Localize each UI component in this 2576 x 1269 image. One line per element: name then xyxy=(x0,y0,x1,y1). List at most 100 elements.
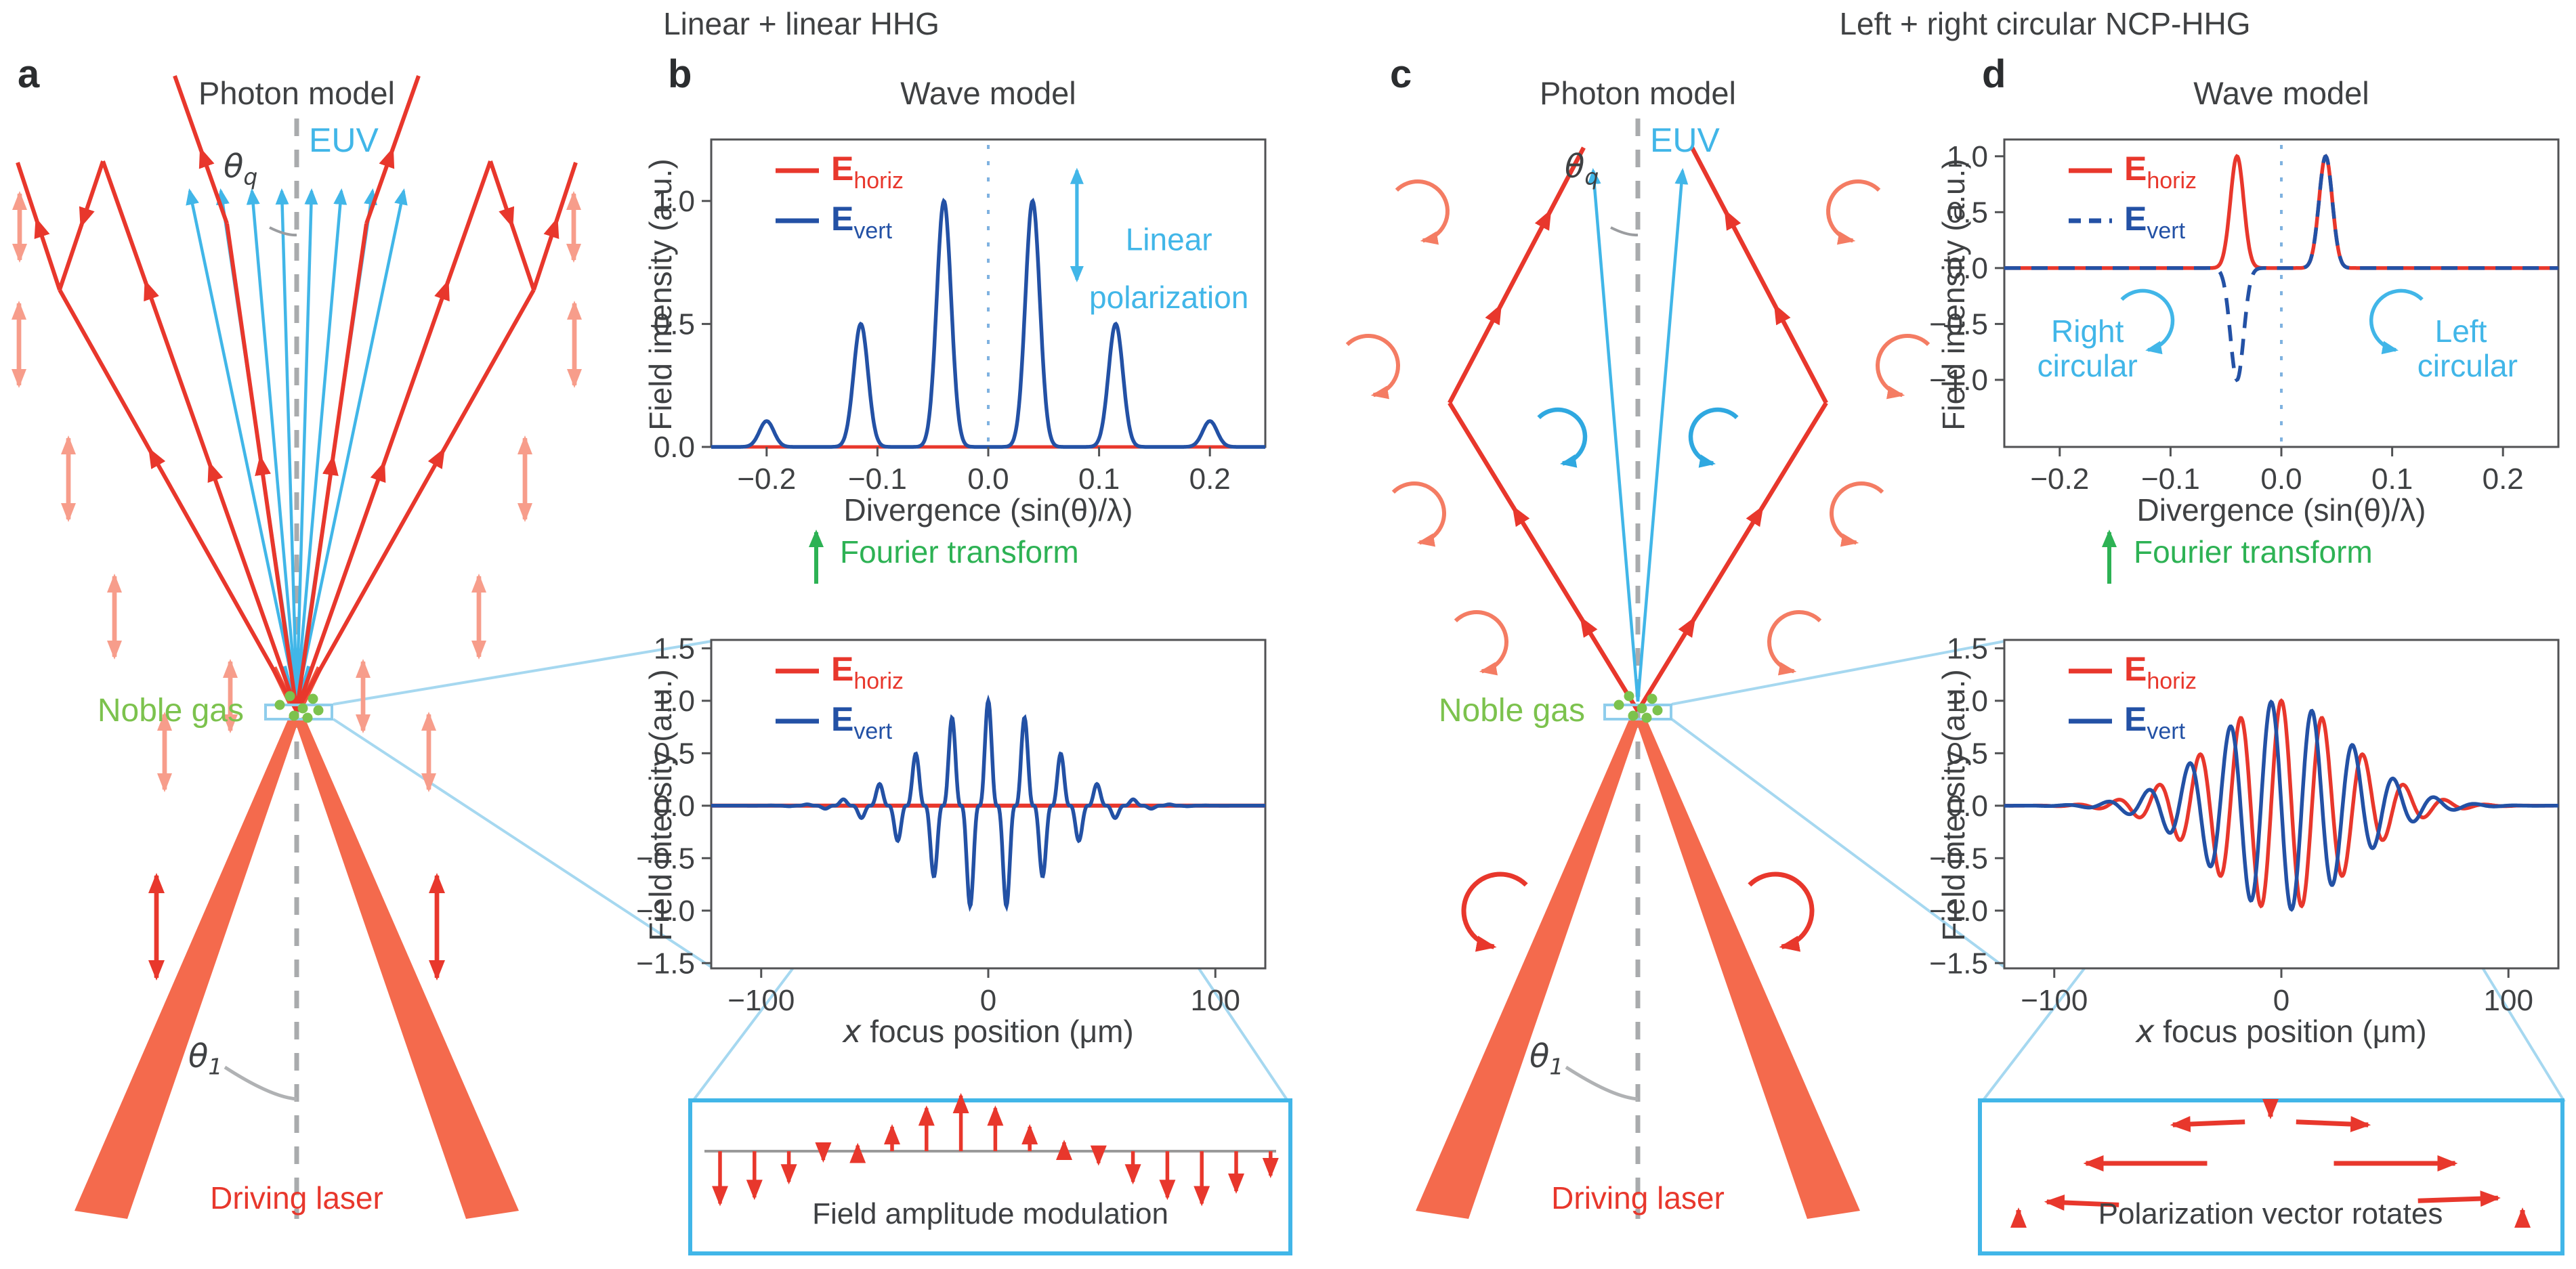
d-top-ylabel: Field intensity (a.u.) xyxy=(1936,158,1971,431)
panel-b-heading: Wave model xyxy=(900,75,1076,111)
svg-text:polarization: polarization xyxy=(1089,280,1248,315)
svg-text:Left: Left xyxy=(2435,314,2487,349)
svg-text:Ehoriz: Ehoriz xyxy=(831,150,904,194)
svg-text:−0.1: −0.1 xyxy=(2141,463,2200,496)
svg-text:0.2: 0.2 xyxy=(2483,463,2524,496)
gas-cell xyxy=(1603,704,1672,720)
svg-text:0.5: 0.5 xyxy=(1947,196,1988,229)
panel-d-label: d xyxy=(1982,52,2006,96)
gas-cell xyxy=(264,704,333,720)
svg-text:0.1: 0.1 xyxy=(1078,463,1120,496)
svg-text:Ehoriz: Ehoriz xyxy=(2124,150,2197,194)
chart-b_bottom: 1.5 1.0 0.5 0.0 −0.5 −1.0 −1.5 −100 0 100 EhorizEv… xyxy=(636,632,1267,1017)
svg-text:0.0: 0.0 xyxy=(1947,252,1988,285)
figure-title-right: Left + right circular NCP-HHG xyxy=(1839,6,2251,41)
panel-d-heading: Wave model xyxy=(2193,75,2369,111)
panel-a-photon-diagram xyxy=(12,75,582,1219)
svg-text:1.5: 1.5 xyxy=(1947,632,1988,665)
svg-text:0.0: 0.0 xyxy=(2260,463,2302,496)
inset-d-caption: Polarization vector rotates xyxy=(2098,1197,2443,1230)
svg-text:100: 100 xyxy=(2484,984,2533,1017)
svg-text:1.0: 1.0 xyxy=(1947,140,1988,173)
inset-boxes xyxy=(688,1093,2564,1255)
svg-text:Right: Right xyxy=(2051,314,2124,349)
svg-text:−1.5: −1.5 xyxy=(636,947,695,980)
svg-text:0.5: 0.5 xyxy=(1947,737,1988,770)
svg-text:0.1: 0.1 xyxy=(2371,463,2413,496)
d-top-xlabel: Divergence (sin(θ)/λ) xyxy=(2136,492,2426,528)
panel-b-fourier-label: Fourier transform xyxy=(840,534,1079,569)
panel-c-label: c xyxy=(1390,52,1412,96)
svg-text:Evert: Evert xyxy=(831,200,893,244)
panel-d-fourier-label: Fourier transform xyxy=(2134,534,2373,569)
b-top-xlabel: Divergence (sin(θ)/λ) xyxy=(843,492,1133,528)
svg-text:−1.0: −1.0 xyxy=(636,895,695,928)
svg-text:0.0: 0.0 xyxy=(1947,790,1988,823)
chart-d_top: 1.0 0.5 0.0 −0.5 −1.0 −0.2 −0.1 0.0 0.1 0.2 Ehoriz… xyxy=(1929,138,2560,496)
d-bottom-xlabel: x focus position (μm) xyxy=(2136,1013,2427,1050)
panel-c-theta-q: θq xyxy=(1565,148,1599,190)
svg-text:0.0: 0.0 xyxy=(967,463,1009,496)
panel-c-theta-1: θ1 xyxy=(1529,1037,1564,1080)
panel-c-photon-diagram xyxy=(1345,119,1930,1219)
panel-c-heading: Photon model xyxy=(1539,75,1737,111)
d_bottom-series-0 xyxy=(2004,698,2558,909)
b-bottom-xlabel: x focus position (μm) xyxy=(843,1013,1134,1050)
svg-text:Linear: Linear xyxy=(1126,221,1212,257)
svg-text:−0.5: −0.5 xyxy=(1929,307,1988,341)
svg-text:Evert: Evert xyxy=(831,700,893,744)
svg-text:Evert: Evert xyxy=(2124,200,2186,244)
panel-c-noble-gas-label: Noble gas xyxy=(1438,693,1585,729)
svg-text:circular: circular xyxy=(2417,348,2518,383)
driving-laser-beam-right xyxy=(1636,716,1860,1219)
svg-text:1.0: 1.0 xyxy=(1947,685,1988,718)
svg-text:−1.0: −1.0 xyxy=(1929,895,1988,928)
panel-a-driving-laser-label: Driving laser xyxy=(210,1180,383,1216)
b_bottom-series-1 xyxy=(711,694,1265,912)
svg-text:1.0: 1.0 xyxy=(654,685,695,718)
panel-c-euv-label: EUV xyxy=(1650,121,1720,159)
panel-a-theta-1: θ1 xyxy=(188,1037,223,1080)
svg-text:0: 0 xyxy=(2273,984,2289,1017)
d_top-series-1 xyxy=(2004,154,2558,383)
panel-a-heading: Photon model xyxy=(198,75,396,111)
panel-a-theta-q: θq xyxy=(224,148,258,190)
svg-text:100: 100 xyxy=(1191,984,1240,1017)
driving-laser-beam-right xyxy=(295,716,519,1219)
svg-text:−100: −100 xyxy=(727,984,795,1017)
panel-a-euv-label: EUV xyxy=(309,121,379,159)
panel-a-label: a xyxy=(18,52,40,96)
svg-text:Ehoriz: Ehoriz xyxy=(2124,650,2197,694)
svg-text:1.0: 1.0 xyxy=(654,185,695,218)
svg-text:0.2: 0.2 xyxy=(1189,463,1231,496)
svg-text:−100: −100 xyxy=(2021,984,2088,1017)
svg-text:0.5: 0.5 xyxy=(654,307,695,341)
svg-text:0.0: 0.0 xyxy=(654,431,695,464)
svg-text:−1.0: −1.0 xyxy=(1929,364,1988,397)
svg-text:0.5: 0.5 xyxy=(654,737,695,770)
driving-laser-beam-left xyxy=(1416,716,1640,1219)
panel-b-label: b xyxy=(668,52,692,96)
svg-text:Ehoriz: Ehoriz xyxy=(831,650,904,694)
svg-text:−0.1: −0.1 xyxy=(848,463,907,496)
svg-text:−0.2: −0.2 xyxy=(737,463,796,496)
b-bottom-ylabel: Field intensity (a.u.) xyxy=(643,669,678,941)
svg-text:Evert: Evert xyxy=(2124,700,2186,744)
fourier-transform-arrows xyxy=(809,530,2117,584)
d_bottom-series-1 xyxy=(2004,699,2558,912)
svg-text:−1.5: −1.5 xyxy=(1929,947,1988,980)
b-top-ylabel: Field intensity (a.u.) xyxy=(643,158,678,431)
inset-b-caption: Field amplitude modulation xyxy=(812,1197,1168,1230)
svg-text:circular: circular xyxy=(2037,348,2138,383)
figure-title-left: Linear + linear HHG xyxy=(663,6,939,41)
svg-text:0.0: 0.0 xyxy=(654,790,695,823)
panel-c-driving-laser-label: Driving laser xyxy=(1551,1180,1725,1216)
svg-text:−0.5: −0.5 xyxy=(636,842,695,875)
svg-text:1.5: 1.5 xyxy=(654,632,695,665)
svg-text:−0.5: −0.5 xyxy=(1929,842,1988,875)
svg-text:−0.2: −0.2 xyxy=(2030,463,2089,496)
svg-text:0: 0 xyxy=(980,984,996,1017)
inset-d-box xyxy=(1978,1098,2564,1255)
